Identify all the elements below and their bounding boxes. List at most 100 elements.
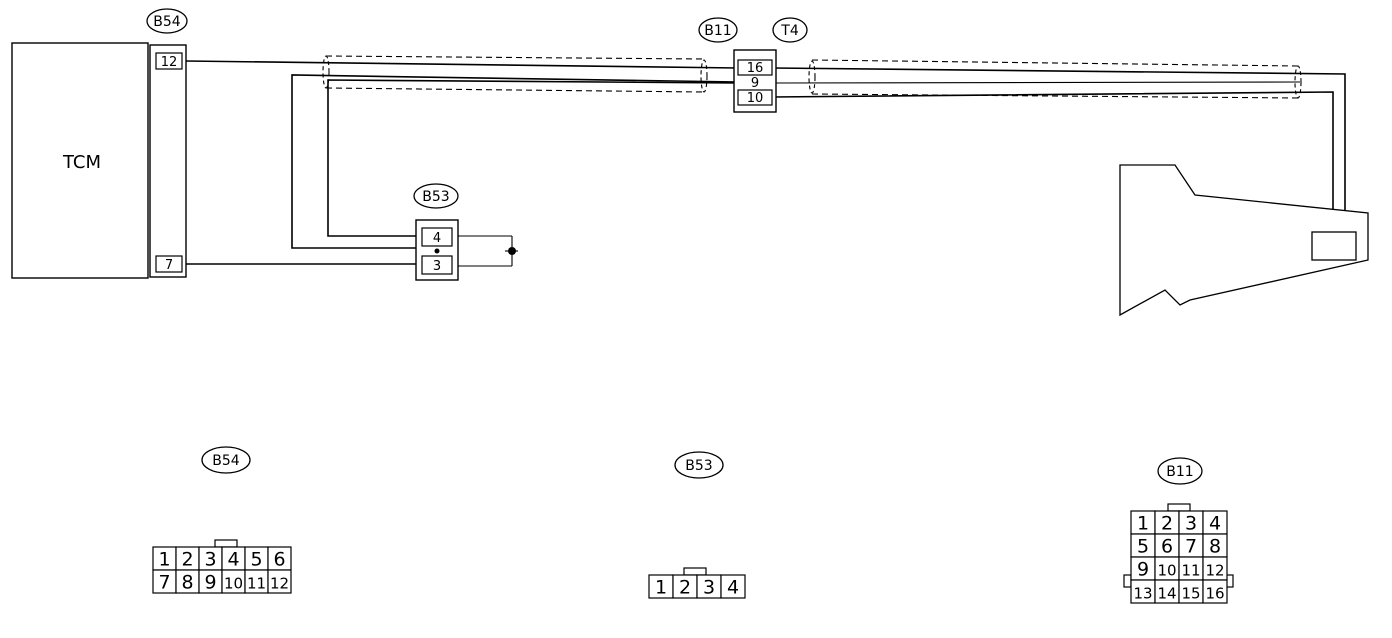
wire-b54-12-to-b11-16: [185, 60, 739, 69]
b53-cell-bottom: [421, 255, 453, 275]
b54-pin-cell-bottom: [155, 255, 183, 273]
t4-label: T4: [780, 23, 799, 39]
face-b11-label: B11: [1166, 464, 1193, 480]
face-b54-key: [214, 539, 238, 548]
wire-b53-to-b11-10: [291, 74, 739, 249]
face-b11-pin: 5: [1137, 535, 1149, 557]
b11-label: B11: [704, 23, 731, 39]
shield-left-end-a: [322, 55, 330, 89]
face-b54-pin: 2: [181, 548, 193, 570]
b53-pin-top: 4: [433, 231, 441, 246]
b53-label: B53: [422, 189, 449, 205]
face-b11-pin: 11: [1181, 561, 1200, 579]
b11-t4-pin-2: 9: [751, 76, 759, 91]
face-b53-pin: 1: [655, 576, 667, 598]
face-b53-pin: 4: [727, 576, 739, 598]
face-b11-pin: 10: [1157, 561, 1176, 579]
face-b11-pin: 13: [1133, 584, 1152, 602]
tcm-box: [11, 42, 149, 279]
face-b11-pin: 8: [1209, 535, 1221, 557]
b11-t4-cell-3: [737, 89, 773, 106]
face-b54-pin: 11: [247, 574, 266, 592]
face-b11-key: [1167, 503, 1191, 512]
b11-label-oval: [698, 17, 738, 43]
b53-pin-bottom: 3: [433, 259, 441, 274]
wires: [185, 60, 1346, 267]
shield-right-bottom: [811, 93, 1299, 99]
sensor-box: [1311, 231, 1357, 261]
face-b54-pin: 12: [270, 574, 289, 592]
face-b53-pin: 2: [679, 576, 691, 598]
face-b11-pin: 15: [1181, 584, 1200, 602]
tcm-module: TCM: [11, 42, 149, 279]
b54-pin-bottom: 7: [165, 258, 173, 273]
face-b11-pin: 1: [1137, 512, 1149, 534]
b53-connector: 4 3 B53: [413, 183, 459, 281]
face-b54-pin: 5: [250, 548, 262, 570]
b11-t4-cell-1: [737, 59, 773, 76]
face-b53-key: [683, 567, 707, 576]
transmission-outline: [1119, 164, 1369, 317]
face-b54-label: B54: [212, 453, 240, 469]
face-b54-pin: 7: [158, 571, 170, 593]
face-b54-cell: [267, 569, 292, 594]
face-b53-label: B53: [685, 458, 712, 474]
shield-left-top: [325, 55, 705, 60]
face-b11-pin: 16: [1205, 584, 1224, 602]
face-b54-pin: 4: [227, 548, 239, 570]
wire-t4-10-to-sensor: [771, 91, 1334, 232]
b53-label-oval: [413, 183, 459, 209]
b54-connector: 12 7 B54: [146, 8, 188, 278]
face-b11-pin: 4: [1209, 512, 1221, 534]
b54-pin-top: 12: [161, 55, 178, 70]
b54-label: B54: [153, 14, 181, 30]
face-b54-pin: 10: [224, 574, 243, 592]
face-b54-pin: 8: [181, 571, 193, 593]
b53-center-dot: [434, 248, 440, 254]
face-b54-pin: 1: [158, 548, 170, 570]
face-b11-cell: [1202, 579, 1228, 604]
face-b11-pin: 12: [1205, 561, 1224, 579]
face-b54-pin: 9: [204, 571, 216, 593]
shields: [322, 55, 1302, 99]
face-b11-latch-left: [1123, 574, 1132, 588]
b54-pin-cell-top: [155, 52, 183, 70]
face-b53-pin: 3: [703, 576, 715, 598]
shield-left-end-b: [700, 59, 708, 93]
shield-right-top: [811, 59, 1299, 67]
face-b54-label-oval: [201, 446, 251, 474]
face-b11-pin: 14: [1157, 584, 1176, 602]
face-b11-pin: 7: [1185, 535, 1197, 557]
t4-label-oval: [772, 17, 808, 43]
face-b53-label-oval: [674, 451, 724, 479]
face-b11-label-oval: [1157, 457, 1203, 485]
b54-strip: [149, 44, 187, 278]
face-b53-cell: [720, 574, 746, 599]
face-b11-pin: 9: [1137, 558, 1149, 580]
face-b54-pin: 6: [273, 548, 285, 570]
transmission: [1119, 164, 1369, 317]
face-b11-pin: 3: [1185, 512, 1197, 534]
wire-t4-9-right: [771, 81, 1301, 84]
wire-t4-16-to-sensor: [771, 67, 1346, 232]
face-b54-pin: 3: [204, 548, 216, 570]
b11-t4-pin-3: 10: [747, 91, 764, 106]
b11-t4-pin-1: 16: [747, 61, 764, 76]
tcm-label: TCM: [62, 152, 101, 173]
shield-right-end-a: [808, 60, 816, 94]
shield-right-end-b: [1294, 65, 1302, 99]
wire-b11-9-to-b53-4: [327, 79, 739, 237]
face-b11-pin: 6: [1161, 535, 1173, 557]
shield-left-bottom: [325, 87, 705, 93]
b53-cell-top: [421, 227, 453, 247]
b54-label-oval: [146, 8, 188, 34]
face-b11-pin: 2: [1161, 512, 1173, 534]
b11-t4-connector: 16 9 10 B11 T4: [698, 17, 808, 113]
